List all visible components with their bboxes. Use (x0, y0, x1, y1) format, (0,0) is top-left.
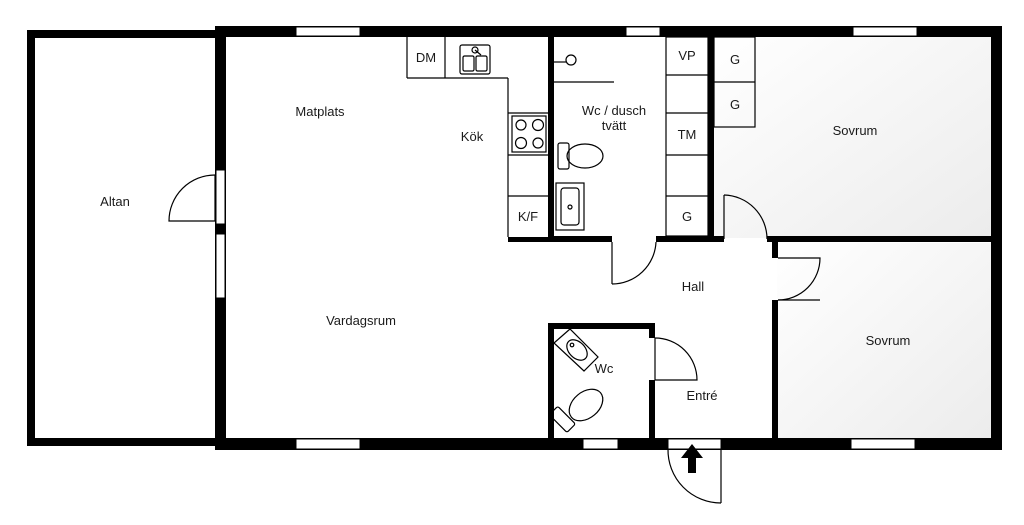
bedroom-2-floor (777, 243, 991, 439)
room-label-kok: Kök (461, 129, 484, 144)
room-label-hall: Hall (682, 279, 705, 294)
room-label-entre: Entré (686, 388, 717, 403)
room-label-altan: Altan (100, 194, 130, 209)
fixture-label-kf: K/F (518, 209, 538, 224)
entrance-arrow-icon (681, 444, 703, 473)
walls (27, 26, 1002, 450)
bedroom-1-floor (713, 36, 991, 238)
stove-icon (511, 115, 547, 153)
shower-icon (554, 54, 614, 83)
wc-fixtures (549, 328, 604, 433)
fixture-label-g-bedroom-1: G (730, 52, 740, 67)
door-swings (168, 174, 821, 504)
fixture-label-g-bedroom-2: G (730, 97, 740, 112)
sink-icon (553, 328, 599, 372)
room-label-tvatt: tvätt (602, 118, 627, 133)
fixture-label-vp: VP (678, 48, 695, 63)
toilet-icon (549, 388, 604, 433)
fixture-label-tm: TM (678, 127, 697, 142)
room-label-wc: Wc (595, 361, 614, 376)
bathroom-fixtures (554, 36, 756, 237)
room-label-sovrum-2: Sovrum (866, 333, 911, 348)
fixture-label-dm: DM (416, 50, 436, 65)
room-label-vardagsrum: Vardagsrum (326, 313, 396, 328)
toilet-icon (557, 142, 604, 170)
kitchen-fixtures (406, 37, 548, 237)
sink-icon (555, 182, 585, 231)
sink-icon (459, 44, 491, 75)
fixture-label-g-laundry: G (682, 209, 692, 224)
room-label-sovrum-1: Sovrum (833, 123, 878, 138)
room-label-wc-dusch: Wc / dusch (582, 103, 646, 118)
room-label-matplats: Matplats (295, 104, 345, 119)
